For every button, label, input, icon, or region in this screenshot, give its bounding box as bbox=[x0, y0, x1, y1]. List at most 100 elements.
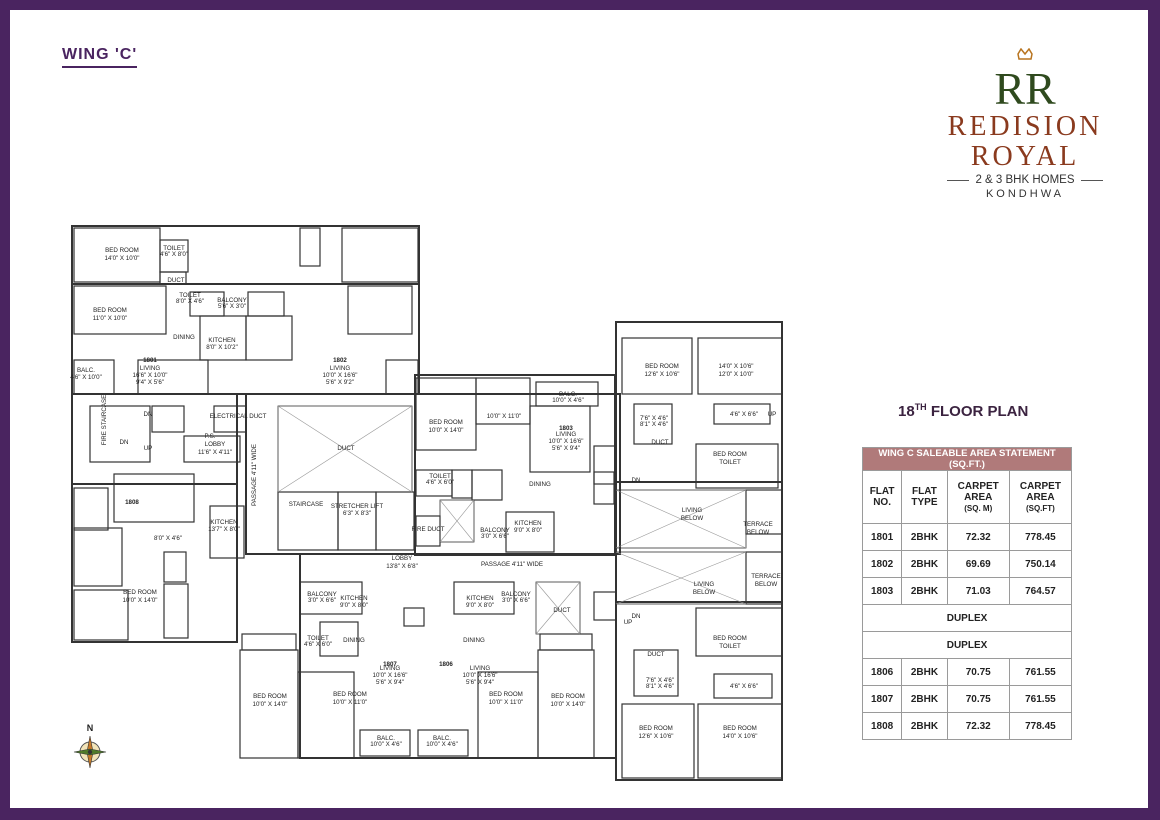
plan-wall bbox=[593, 471, 615, 505]
room-label: TOILET bbox=[307, 635, 329, 642]
plan-wall bbox=[297, 671, 355, 759]
room-label: TOILET bbox=[719, 459, 741, 466]
brochure-sheet: WING 'C' RR REDISION ROYAL 2 & 3 BHK HOM… bbox=[10, 10, 1148, 808]
room-label: LIVING bbox=[470, 665, 490, 672]
room-label: DN bbox=[120, 439, 129, 446]
room-label: UP bbox=[768, 411, 777, 418]
plan-wall bbox=[319, 621, 359, 657]
area-cell-type: 2BHK bbox=[901, 523, 948, 551]
room-label: PASSAGE 4'11" WIDE bbox=[251, 444, 258, 506]
room-label: 3'0" X 6'6" bbox=[308, 597, 336, 604]
flat-number: 1802 bbox=[333, 357, 347, 364]
room-label: KITCHEN bbox=[514, 520, 541, 527]
plan-wall bbox=[159, 271, 187, 285]
plan-wall bbox=[593, 591, 617, 621]
col-carpet-sqm-unit: (SQ. M) bbox=[964, 503, 993, 513]
col-carpet-sqm-label: CARPET AREA bbox=[957, 480, 999, 503]
plan-wall bbox=[713, 403, 771, 425]
room-label: BED ROOM bbox=[639, 725, 673, 732]
plan-wall bbox=[247, 291, 285, 317]
room-label: TERRACE bbox=[751, 573, 781, 580]
plan-wall bbox=[385, 359, 419, 395]
brand-name-line1: REDISION bbox=[947, 111, 1103, 142]
area-cell-full: DUPLEX bbox=[862, 631, 1072, 659]
divider bbox=[1080, 179, 1103, 181]
room-label: LIVING bbox=[380, 665, 400, 672]
area-cell-flat: 1801 bbox=[861, 523, 903, 551]
plan-wall bbox=[535, 581, 581, 635]
room-label: UP bbox=[624, 619, 633, 626]
room-label: BED ROOM bbox=[645, 363, 679, 370]
area-cell-sqm: 72.32 bbox=[946, 523, 1010, 551]
area-cell-full: DUPLEX bbox=[862, 604, 1072, 632]
room-label: 4'6" X 8'0" bbox=[160, 251, 188, 258]
duct-cross-line bbox=[615, 489, 747, 549]
plan-wall bbox=[745, 489, 783, 535]
area-cell-type: 2BHK bbox=[901, 685, 948, 713]
room-label: DINING bbox=[529, 481, 551, 488]
area-cell-flat: 1806 bbox=[861, 658, 903, 686]
room-label: 14'0" X 10'0" bbox=[105, 255, 140, 262]
area-cell-sqft: 764.57 bbox=[1008, 577, 1073, 605]
room-label: BALCONY bbox=[217, 297, 247, 304]
room-label: TOILET bbox=[719, 643, 741, 650]
room-label: P.S. bbox=[205, 433, 216, 440]
room-label: BED ROOM bbox=[105, 247, 139, 254]
plan-wall bbox=[621, 703, 695, 779]
plan-wall bbox=[615, 601, 783, 781]
floor-ordinal-suffix: TH bbox=[914, 402, 927, 412]
room-label: 8'1" X 4'6" bbox=[646, 683, 674, 690]
plan-wall bbox=[695, 443, 779, 489]
plan-wall bbox=[713, 673, 773, 699]
room-label: BALCONY bbox=[501, 591, 531, 598]
area-cell-sqft: 761.55 bbox=[1008, 658, 1073, 686]
room-label: 11'0" X 10'0" bbox=[93, 315, 128, 322]
room-label: TOILET bbox=[163, 245, 185, 252]
col-flat-no: FLAT NO. bbox=[861, 470, 903, 524]
brand-tagline: 2 & 3 BHK HOMES bbox=[975, 174, 1075, 186]
plan-wall bbox=[245, 315, 293, 361]
plan-wall bbox=[621, 337, 693, 395]
plan-wall bbox=[439, 499, 475, 543]
room-label: 7'6" X 4'6" bbox=[640, 415, 668, 422]
room-label: BELOW bbox=[755, 581, 778, 588]
plan-wall bbox=[451, 469, 473, 499]
room-label: ELECTRICAL DUCT bbox=[210, 413, 267, 420]
plan-wall bbox=[151, 405, 185, 433]
room-label: BED ROOM bbox=[93, 307, 127, 314]
col-carpet-sqft-label: CARPET AREA bbox=[1019, 480, 1061, 503]
plan-wall bbox=[697, 703, 783, 779]
crown-icon: RR bbox=[994, 48, 1056, 112]
plan-wall bbox=[73, 359, 115, 395]
plan-wall bbox=[375, 491, 415, 551]
floor-plan-label: FLOOR PLAN bbox=[930, 403, 1029, 420]
room-label: LIVING bbox=[556, 431, 576, 438]
room-label: 10'0" X 4'6" bbox=[552, 397, 584, 404]
room-label: 14'0" X 10'6" bbox=[723, 733, 758, 740]
area-cell-sqft: 750.14 bbox=[1008, 550, 1073, 578]
room-label: 10'0" X 11'0" bbox=[489, 699, 524, 706]
room-label: KITCHEN bbox=[208, 337, 235, 344]
plan-wall bbox=[337, 491, 377, 551]
room-label: 10'0" X 14'0" bbox=[123, 597, 158, 604]
room-label: BELOW bbox=[693, 589, 716, 596]
room-label: 12'0" X 10'0" bbox=[719, 371, 754, 378]
room-label: 4'6" X 6'6" bbox=[730, 683, 758, 690]
room-label: 10'0" X 16'6" bbox=[549, 438, 584, 445]
room-label: KITCHEN bbox=[210, 519, 237, 526]
col-carpet-sqft-unit: (SQ.FT) bbox=[1025, 503, 1055, 513]
brand-location: KONDHWA bbox=[985, 188, 1065, 200]
room-label: 8'0" X 4'6" bbox=[176, 298, 204, 305]
plan-wall bbox=[697, 337, 783, 395]
room-label: BALC. bbox=[433, 735, 451, 742]
room-label: 10'0" X 14'0" bbox=[551, 701, 586, 708]
room-label: 10'0" X 16'6" bbox=[323, 372, 358, 379]
col-carpet-sqm: CARPET AREA(SQ. M) bbox=[946, 470, 1010, 524]
room-label: 8'1" X 4'6" bbox=[640, 421, 668, 428]
plan-wall bbox=[633, 649, 679, 697]
col-flat-type: FLAT TYPE bbox=[901, 470, 948, 524]
